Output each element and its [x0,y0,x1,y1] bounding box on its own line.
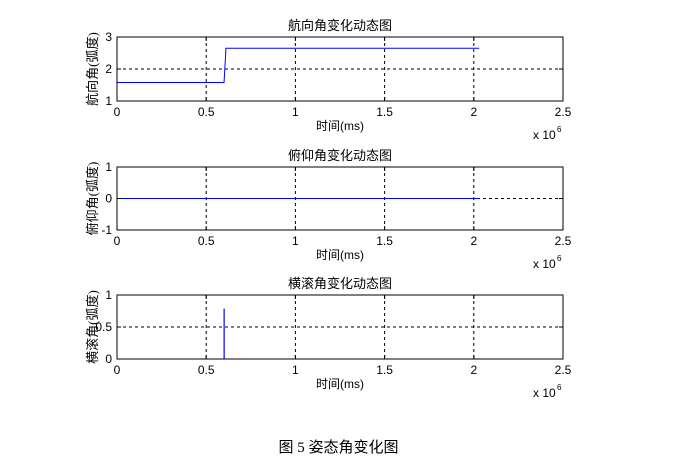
series-line-1 [117,47,480,83]
x-exponent-label: x 10 [533,386,556,400]
x-tick-label: 1 [292,105,299,119]
x-exponent-power: 6 [557,125,562,134]
x-tick-label: 2.5 [555,363,572,377]
y-tick-label: 2 [105,62,112,76]
y-tick-label: 0 [105,192,112,206]
x-tick-label: 0 [114,234,121,248]
chart-title: 横滚角变化动态图 [288,276,392,291]
y-tick-label: 0 [105,352,112,366]
y-tick-label: 0.5 [95,320,112,334]
x-axis-label: 时间(ms) [316,377,364,391]
x-exponent-power: 6 [557,383,562,392]
x-tick-label: 1.5 [376,363,393,377]
chart-title: 俯仰角变化动态图 [288,148,392,163]
x-exponent-power: 6 [557,254,562,263]
y-axis-label: 俯仰角(弧度) [85,162,100,236]
figure-caption: 图 5 姿态角变化图 [278,440,399,456]
x-axis-label: 时间(ms) [316,248,364,262]
x-tick-label: 1.5 [376,105,393,119]
y-tick-label: 1 [105,288,112,302]
y-tick-label: 1 [105,94,112,108]
x-tick-label: 1.5 [376,234,393,248]
y-tick-label: 1 [105,160,112,174]
x-tick-label: 1 [292,363,299,377]
y-axis-label: 横滚角(弧度) [85,290,100,364]
x-tick-label: 2 [470,234,477,248]
x-tick-label: 0.5 [198,234,215,248]
x-tick-label: 0 [114,105,121,119]
x-tick-label: 2.5 [555,234,572,248]
x-exponent-label: x 10 [533,257,556,271]
x-tick-label: 2.5 [555,105,572,119]
chart-title: 航向角变化动态图 [288,18,392,33]
x-tick-label: 0.5 [198,363,215,377]
x-tick-label: 1 [292,234,299,248]
x-exponent-label: x 10 [533,128,556,142]
x-tick-label: 2 [470,363,477,377]
x-axis-label: 时间(ms) [316,119,364,133]
x-tick-label: 0.5 [198,105,215,119]
y-axis-label: 航向角(弧度) [85,32,100,106]
x-tick-label: 0 [114,363,121,377]
y-tick-label: -1 [101,223,112,237]
y-tick-label: 3 [105,30,112,44]
x-tick-label: 2 [470,105,477,119]
